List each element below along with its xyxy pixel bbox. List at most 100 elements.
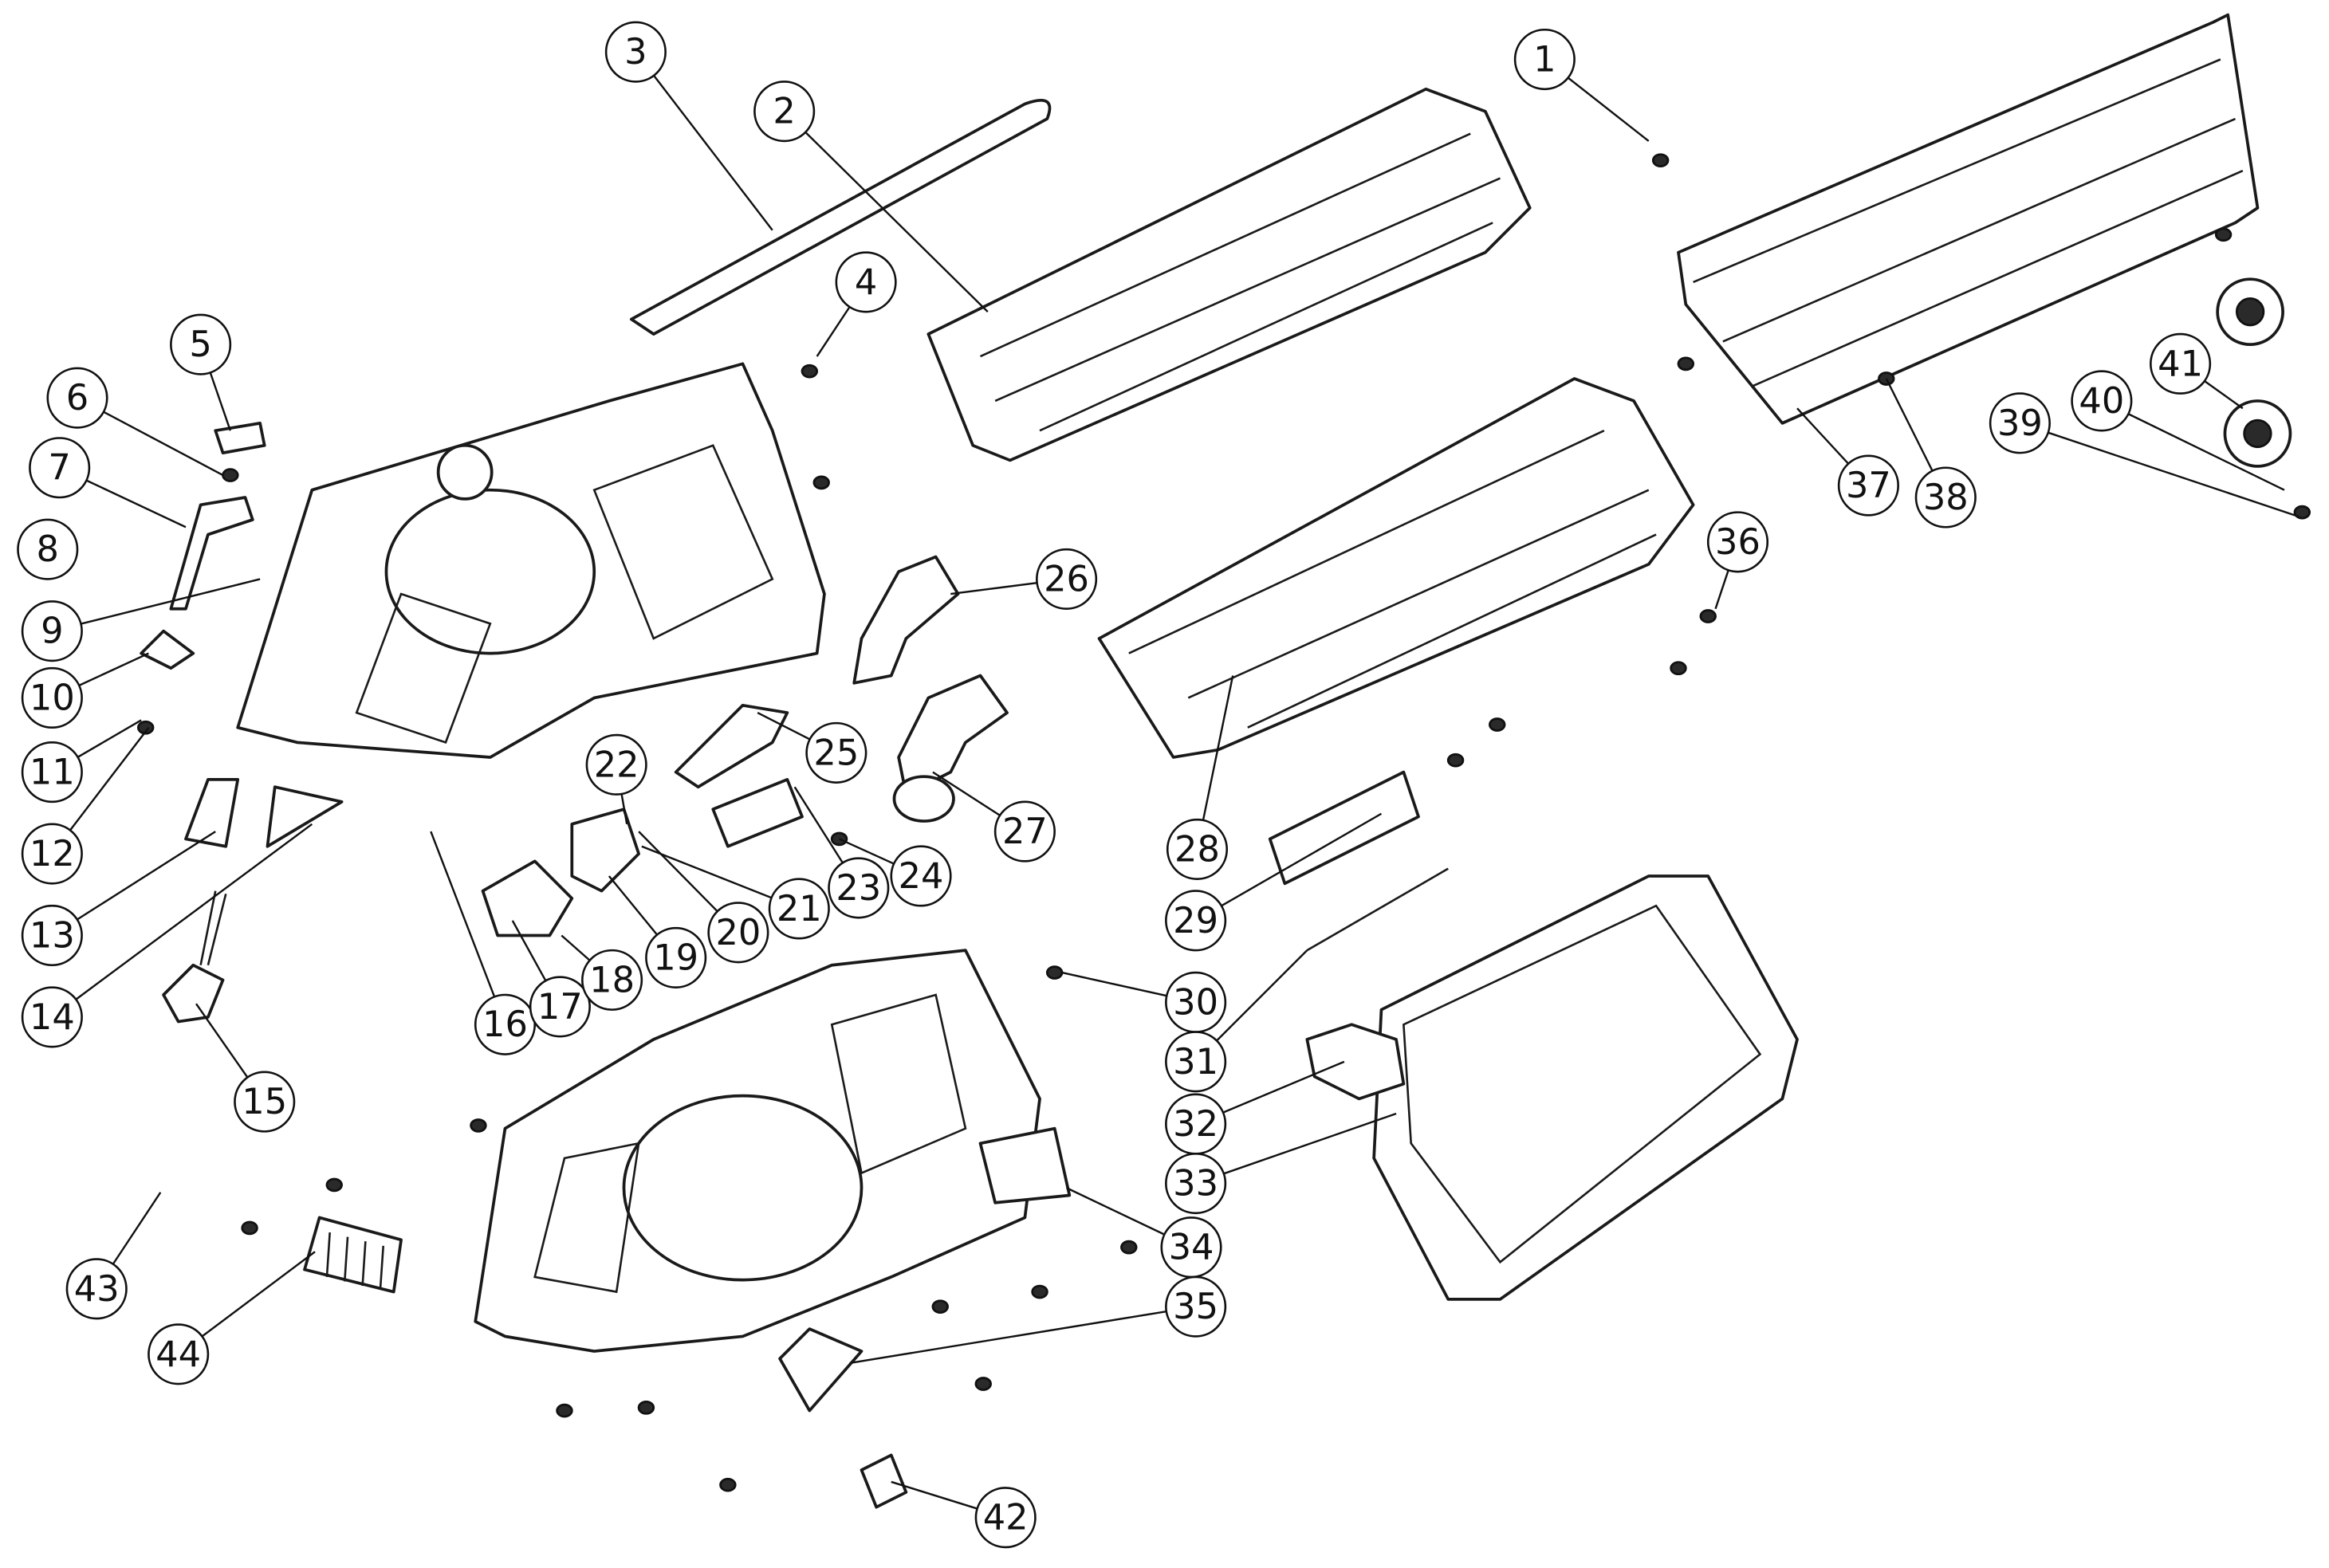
callout-number: 39 [1997,403,2043,444]
callout-13: 13 [21,831,216,967]
callout-38: 38 [1885,378,1977,529]
part-25-trigger [674,703,789,789]
callout-circle [1914,466,1977,529]
callout-number: 29 [1173,900,1218,941]
callout-29: 29 [1165,812,1383,952]
screw-icon [556,1403,573,1418]
screw-icon [2214,227,2233,242]
part-15-plug [162,963,225,1024]
callout-40: 40 [2071,370,2285,491]
callout-17: 17 [511,920,591,1038]
part-shoulder-strap [629,98,1052,336]
callout-number: 44 [155,1334,201,1375]
screw-icon [1446,753,1465,768]
callout-30: 30 [1061,971,1227,1033]
callout-number: 12 [30,833,75,874]
callout-number: 27 [1002,811,1048,852]
leader-line [1202,675,1234,821]
part-35-label [778,1327,864,1413]
part-31-rod [1306,867,1449,952]
callout-1: 1 [1513,28,1650,142]
part-bag-adapter [1305,1023,1406,1101]
callout-20: 20 [638,831,769,964]
screw-icon [241,1220,258,1236]
callout-19: 19 [608,875,707,988]
callout-circle [1165,1153,1227,1215]
callout-4: 4 [816,251,897,357]
leader-line [430,831,496,997]
part-29 [1268,770,1420,886]
callout-number: 3 [624,31,647,73]
screw-icon [1120,1240,1138,1255]
callout-number: 9 [41,611,63,652]
screw-icon [931,1299,949,1315]
callout-number: 21 [777,888,822,929]
callout-5: 5 [170,313,232,431]
leader-line [805,131,989,313]
callout-circle [805,721,867,784]
callout-number: 24 [899,855,944,897]
screw-icon [830,831,848,847]
callout-number: 4 [855,261,877,303]
callout-7: 7 [29,437,187,529]
callout-circle [835,251,897,313]
callout-number: 14 [30,996,75,1038]
callout-circle [768,878,830,940]
screw-icon [1699,609,1717,623]
callout-39: 39 [1989,392,2299,518]
leader-line [608,875,659,936]
callout-circle [890,845,952,907]
callout-number: 40 [2079,380,2124,422]
screw-icon [1489,717,1506,732]
screw-icon [812,475,830,490]
part-44-grille [303,1216,403,1294]
callout-number: 13 [30,914,75,956]
leader-line [1714,569,1729,610]
callout-circle [1036,548,1098,611]
callout-number: 23 [836,867,881,909]
callout-34: 34 [1066,1187,1222,1279]
callout-12: 12 [21,726,150,885]
callout-circle [2071,370,2133,432]
part-42-label [860,1453,908,1509]
leader-line [2204,380,2244,410]
callout-44: 44 [148,1251,316,1385]
callout-number: 38 [1923,477,1969,518]
callout-circle [1165,1031,1227,1093]
callout-21: 21 [641,845,830,940]
part-lower-tube [1097,377,1695,759]
callout-circle [21,904,83,967]
leader-line [81,578,261,625]
screw-icon [136,720,155,735]
leader-line [793,786,844,864]
screw-icon [1670,661,1687,676]
screw-icon [1031,1284,1048,1299]
leader-line [839,838,895,865]
leader-line [932,771,1001,816]
callout-36: 36 [1706,511,1769,610]
screw-icon [1878,371,1895,386]
part-7-lever [169,496,254,611]
callout-circle [707,902,769,964]
callout-circle [21,823,83,885]
callout-circle [234,1071,296,1133]
callout-3: 3 [604,21,773,231]
callout-circle [1165,1275,1227,1338]
callout-23: 23 [793,786,890,919]
leader-line [816,306,851,357]
screw-icon [1677,356,1695,371]
leader-line [2048,431,2299,518]
callout-33: 33 [1165,1112,1397,1215]
callout-number: 20 [715,912,761,953]
callout-24: 24 [839,838,952,907]
callout-circle [29,437,91,499]
part-5 [214,422,266,454]
callout-10: 10 [21,652,149,729]
callout-number: 18 [589,959,635,1000]
callout-number: 25 [813,732,859,773]
part-13 [184,778,240,848]
leader-line [103,411,224,477]
callout-circle [148,1323,210,1385]
leader-line [638,831,718,913]
callout-number: 22 [594,744,639,785]
